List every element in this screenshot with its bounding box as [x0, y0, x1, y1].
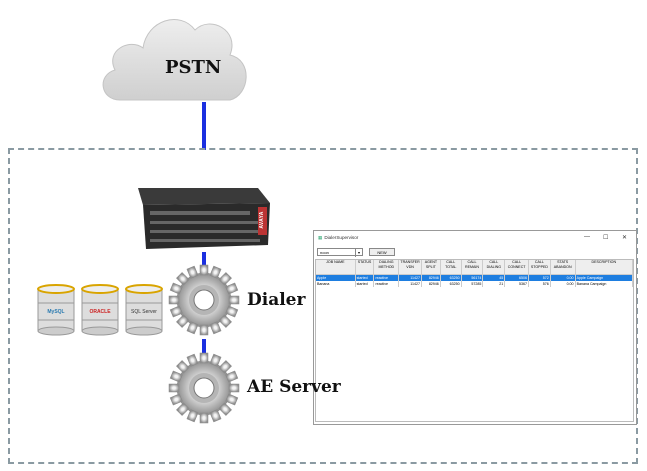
new-button[interactable]: NEW [369, 248, 395, 256]
oracle-label: ORACLE [89, 309, 111, 315]
column-header[interactable]: DIALING METHOD [374, 260, 400, 275]
column-header[interactable]: CALL CONNECT [505, 260, 529, 275]
column-header[interactable]: CALL STOPPED [529, 260, 551, 275]
table-cell: started [356, 275, 375, 281]
pstn-link-line [202, 102, 206, 150]
column-header[interactable]: CALL TOTAL [440, 260, 462, 275]
table-cell: 63250 [441, 275, 462, 281]
column-header[interactable]: JOB NAME [316, 260, 356, 275]
sqlserver-label: SQL Server [131, 309, 157, 315]
minimize-button[interactable]: — [584, 234, 590, 240]
dialer-gear-icon [166, 262, 242, 338]
column-header[interactable]: DESCRIPTION [575, 260, 633, 275]
table-cell: 56174 [462, 275, 484, 281]
table-cell: 63250 [441, 281, 462, 287]
oracle-database-icon: ORACLE [81, 284, 119, 336]
sqlserver-database-icon: SQL Server [125, 284, 163, 336]
app-icon: ▦ [318, 234, 323, 240]
table-cell: 45 [483, 275, 506, 281]
switch-brand-label: AVAYA [259, 211, 265, 229]
table-cell: 11427 [399, 275, 422, 281]
ae-server-gear-icon [166, 350, 242, 426]
table-cell: reactive [374, 281, 400, 287]
column-header[interactable]: STATS ABANDON [550, 260, 576, 275]
table-cell: 11427 [399, 281, 422, 287]
switch-dialer-line [202, 252, 206, 266]
title-bar: ▦DialerSupervisor [314, 231, 636, 244]
table-cell: 82946 [422, 281, 441, 287]
maximize-button[interactable]: ☐ [603, 235, 609, 241]
table-cell: 0.00 [551, 275, 576, 281]
database-group: MySQL ORACLE SQL Server [37, 284, 163, 336]
table-cell: 0.00 [551, 281, 576, 287]
column-header[interactable]: CALL REMAIN [461, 260, 484, 275]
table-cell: 572 [529, 275, 551, 281]
switch-server-icon [138, 188, 270, 249]
window-title: DialerSupervisor [324, 235, 359, 240]
job-select[interactable]: noon ▾ [317, 248, 363, 257]
chevron-down-icon: ▾ [355, 249, 362, 257]
close-button[interactable]: ✕ [622, 235, 628, 241]
mysql-label: MySQL [47, 309, 65, 315]
dialer-label: Dialer [247, 290, 306, 310]
column-header[interactable]: TRANSFER VDN [399, 260, 422, 275]
datacenter-boundary [8, 148, 638, 464]
mysql-database-icon: MySQL [37, 284, 75, 336]
cloud-icon [102, 19, 247, 101]
table-cell: 5367 [505, 281, 529, 287]
table-cell: Banana [316, 281, 356, 287]
ae-server-label: AE Server [247, 377, 341, 397]
table-cell: 6506 [505, 275, 529, 281]
table-cell: 82946 [422, 275, 441, 281]
table-cell: Banana Campaign [576, 281, 633, 287]
column-header[interactable]: AGENT SPLIT [421, 260, 441, 275]
table-cell: started [356, 281, 375, 287]
table-cell: 21 [483, 281, 506, 287]
dialer-supervisor-window: ▦DialerSupervisor — ☐ ✕ noon ▾ NEW JOB NA… [313, 230, 637, 425]
table-cell: reactive [374, 275, 400, 281]
pstn-label: PSTN [165, 57, 222, 78]
table-cell: Apple Campaign [576, 275, 633, 281]
table-cell: Apple [316, 275, 356, 281]
table-cell: 576 [529, 281, 551, 287]
column-header[interactable]: STATUS [355, 260, 375, 275]
dialer-ae-line [202, 339, 206, 353]
column-header[interactable]: CALL DIALING [483, 260, 506, 275]
job-select-value: noon [320, 250, 329, 255]
table-cell: 57285 [462, 281, 484, 287]
